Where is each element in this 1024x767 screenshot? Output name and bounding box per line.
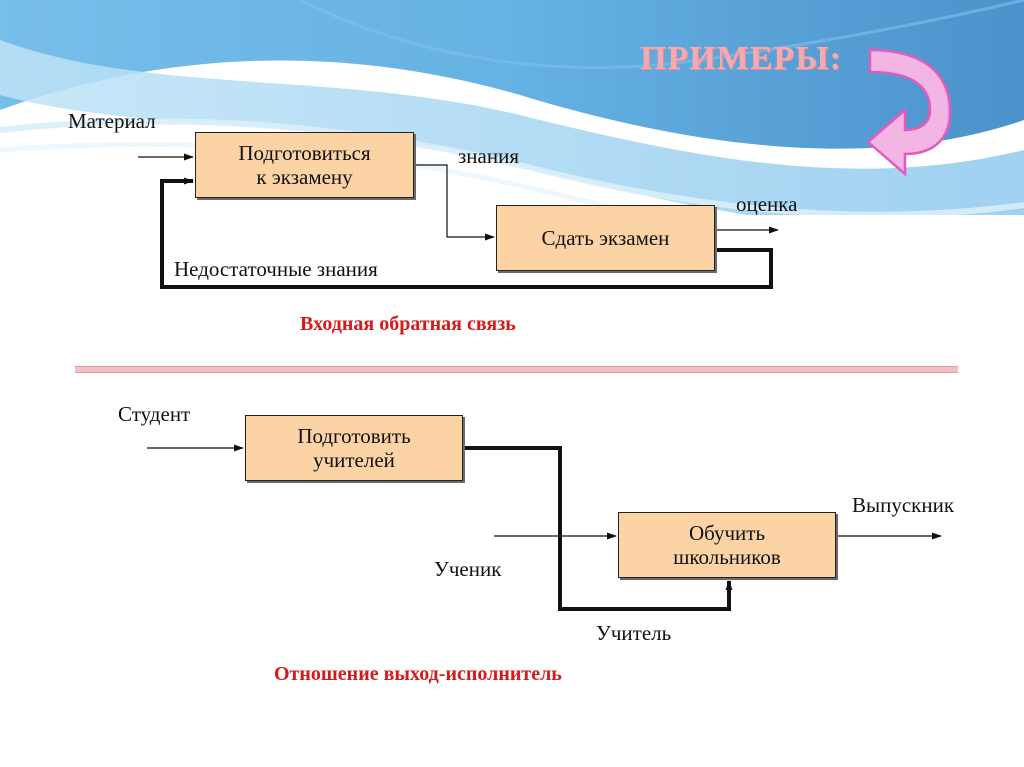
box-teach-pupils: Обучить школьников [618,512,836,578]
label-feedback: Недостаточные знания [174,257,378,281]
label-znania: знания [458,144,519,168]
label-uchenik: Ученик [434,557,502,581]
label-uchitel: Учитель [596,621,672,645]
box-pass-exam: Сдать экзамен [496,205,715,271]
box-prepare-teachers-line1: Подготовить [297,424,411,448]
slide-title: ПРИМЕРЫ: [640,40,842,77]
caption-input-feedback: Входная обратная связь [300,313,516,335]
section-divider [75,366,958,373]
curved-arrow-icon [866,48,952,177]
label-otsenka: оценка [736,192,798,216]
label-vypusknik: Выпускник [852,493,955,517]
box-prepare-exam-line1: Подготовиться [238,141,371,165]
teacher-link-line [463,446,733,611]
box-teach-pupils-line1: Обучить [688,521,766,545]
feedback-line [160,177,773,289]
box-prepare-teachers-line2: учителей [313,448,395,472]
box-teach-pupils-line2: школьников [673,545,781,569]
input-label-material: Материал [68,109,156,133]
box-prepare-teachers: Подготовить учителей [245,415,463,481]
input-label-student: Студент [118,402,191,426]
caption-output-performer: Отношение выход-исполнитель [274,663,562,685]
box-prepare-exam-line2: к экзамену [256,165,353,189]
box-prepare-exam: Подготовиться к экзамену [195,132,414,198]
znania-arrow [414,164,495,241]
box-pass-exam-label: Сдать экзамен [541,226,670,250]
